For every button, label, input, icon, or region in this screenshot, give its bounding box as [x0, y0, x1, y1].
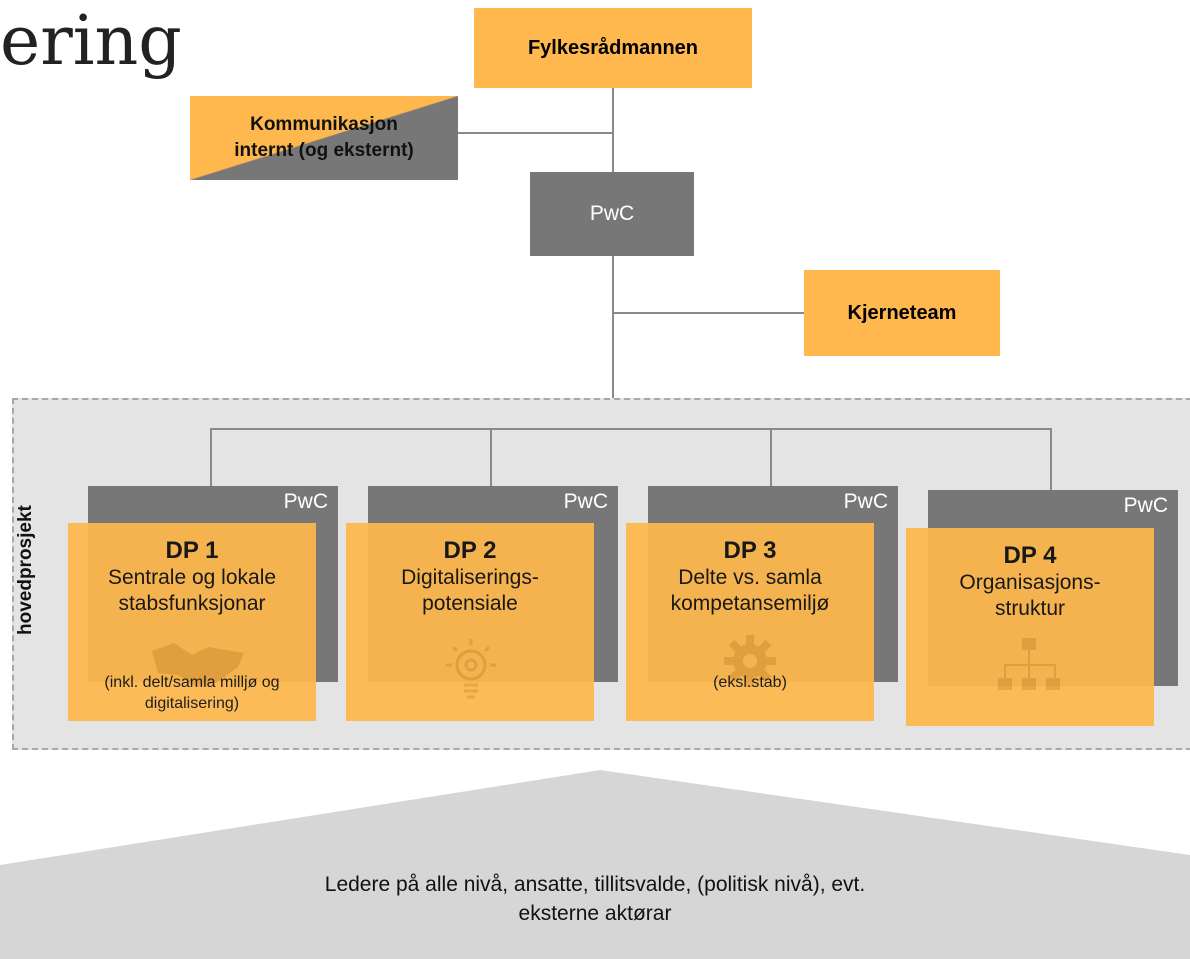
stakeholders-shape — [0, 770, 1190, 959]
dp3-desc-line1: Delte vs. samla — [678, 566, 822, 589]
communication-line2: internt (og eksternt) — [234, 138, 413, 164]
dp4-box: DP 4 Organisasjons- struktur — [906, 528, 1154, 726]
dp2-number: DP 2 — [443, 537, 497, 564]
dp1-desc-line1: Sentrale og lokale — [107, 566, 277, 589]
connector-top — [612, 88, 614, 174]
dp4-desc-line2: struktur — [994, 597, 1065, 621]
dp4-desc-line1: Organisasjons- — [959, 571, 1101, 594]
dp1-note-line2: digitalisering) — [144, 695, 240, 712]
top-box: Fylkesrådmannen — [474, 8, 752, 88]
stakeholders-line2: eksterne aktørar — [518, 902, 672, 926]
project-label: hovedprosjekt — [15, 505, 36, 635]
core-team-label: Kjerneteam — [847, 301, 957, 324]
connector-communication — [458, 132, 613, 134]
dp3-desc-line2: kompetansemiljø — [670, 592, 830, 616]
core-team-box: Kjerneteam — [804, 270, 1000, 356]
stakeholders-line1: Ledere på alle nivå, ansatte, tillitsval… — [324, 873, 866, 896]
handshake-icon — [152, 643, 244, 687]
dp2-box: DP 2 Digitaliserings- potensiale — [346, 523, 594, 721]
dp3-note-line1: (eksl.stab) — [713, 674, 787, 691]
dp2-pwc-label: PwC — [563, 490, 608, 513]
connector-dp4 — [1050, 428, 1052, 490]
communication-box: Kommunikasjon internt (og eksternt) — [190, 96, 458, 180]
connector-core-team — [612, 312, 804, 314]
dp1-note-line1: (inkl. delt/samla milljø og — [104, 674, 280, 691]
connector-dp2 — [490, 428, 492, 486]
dp1-desc-line2: stabsfunksjonar — [118, 592, 266, 616]
lightbulb-icon — [446, 639, 496, 699]
stakeholders-text: Ledere på alle nivå, ansatte, tillitsval… — [0, 870, 1190, 929]
dp1-pwc-label: PwC — [283, 490, 328, 513]
dp1-number: DP 1 — [165, 537, 219, 564]
dp2-desc-line2: potensiale — [422, 592, 518, 616]
dp2-desc-line1: Digitaliserings- — [401, 566, 539, 589]
dp3-number: DP 3 — [723, 537, 777, 564]
connector-dp3 — [770, 428, 772, 486]
connector-distribution — [210, 428, 1050, 430]
dp4-pwc-label: PwC — [1123, 494, 1168, 517]
dp3-pwc-label: PwC — [843, 490, 888, 513]
dp3-box: DP 3 Delte vs. samla kompetansemiljø (ek… — [626, 523, 874, 721]
gear-icon — [724, 635, 776, 687]
connector-center — [612, 256, 614, 428]
connector-dp1 — [210, 428, 212, 486]
dp1-box: DP 1 Sentrale og lokale stabsfunksjonar … — [68, 523, 316, 721]
communication-line2-part-a: internt (og eks — [234, 140, 366, 161]
communication-line1: Kommunikasjon — [250, 114, 398, 136]
org-chart-icon — [998, 638, 1060, 690]
title-fragment: ering — [0, 2, 182, 81]
dp4-number: DP 4 — [1003, 542, 1057, 569]
top-box-label: Fylkesrådmannen — [527, 36, 699, 59]
pwc-center-label: PwC — [589, 202, 635, 225]
communication-line2-part-b: ternt) — [365, 140, 414, 161]
pwc-center-box: PwC — [530, 172, 694, 256]
